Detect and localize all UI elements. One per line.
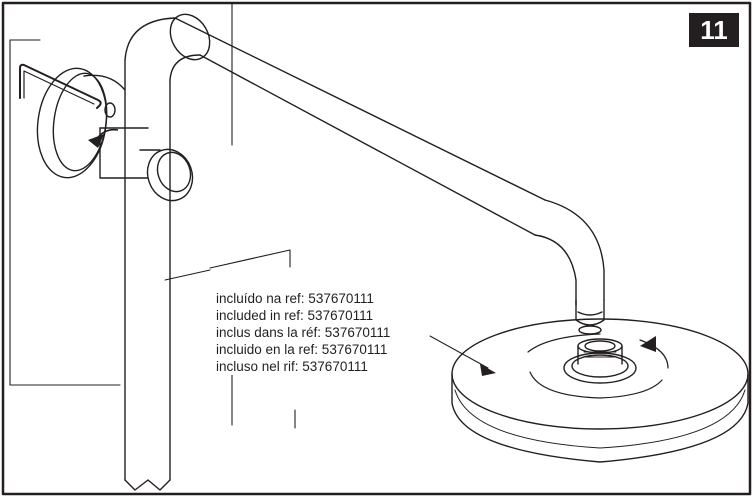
callout-line-pt: incluído na ref: 537670111 [216,291,374,306]
riser-pipe [124,17,201,491]
wall-tiles [9,2,406,429]
callout-line-fr: inclus dans la réf: 537670111 [216,325,391,340]
callout-line-es: incluido en la ref: 537670111 [216,342,388,357]
wall-flange [36,67,126,179]
hex-key-icon [19,63,102,109]
step-number: 11 [700,15,728,45]
shower-arm [169,13,605,306]
callout-leader-line [429,335,489,369]
shower-inlet [563,338,637,384]
rotation-arrow-head-icon [640,336,656,352]
callout-line-en: included in ref: 537670111 [216,308,374,323]
diverter-body [99,127,194,202]
connector-nut [575,299,605,335]
shower-head [451,318,749,463]
step-number-badge: 11 [689,13,739,47]
rotation-arrow-icon [88,134,104,148]
callout-line-it: incluso nel rif: 537670111 [216,359,368,374]
callout-arrow-icon [480,364,496,376]
part-reference-callout: incluído na ref: 537670111 included in r… [214,290,393,375]
